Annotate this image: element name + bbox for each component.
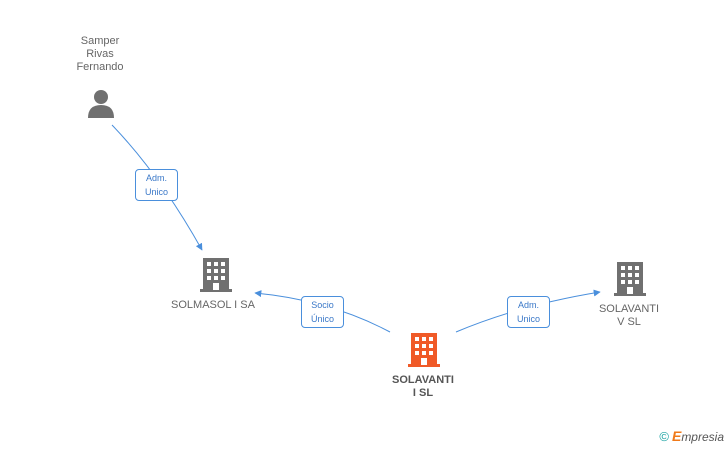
edge-label-socio-unico: Socio Único	[301, 296, 344, 328]
building-icon[interactable]	[408, 332, 440, 368]
solavanti-i-label: SOLAVANTI I SL	[392, 374, 454, 399]
copyright-symbol: ©	[659, 428, 669, 444]
person-icon[interactable]	[86, 88, 116, 118]
building-icon[interactable]	[200, 257, 232, 293]
brand-logo: © Empresia	[659, 428, 724, 444]
edge-label-adm-unico: Adm. Unico	[135, 169, 178, 201]
solmasol-label: SOLMASOL I SA	[171, 299, 255, 311]
building-icon[interactable]	[614, 261, 646, 297]
brand-name: mpresia	[681, 430, 724, 444]
person-label: Samper Rivas Fernando	[76, 35, 124, 73]
edge-label-adm-unico: Adm. Unico	[507, 296, 550, 328]
solavanti-v-label: SOLAVANTI V SL	[598, 303, 660, 328]
brand-initial: E	[671, 428, 682, 444]
